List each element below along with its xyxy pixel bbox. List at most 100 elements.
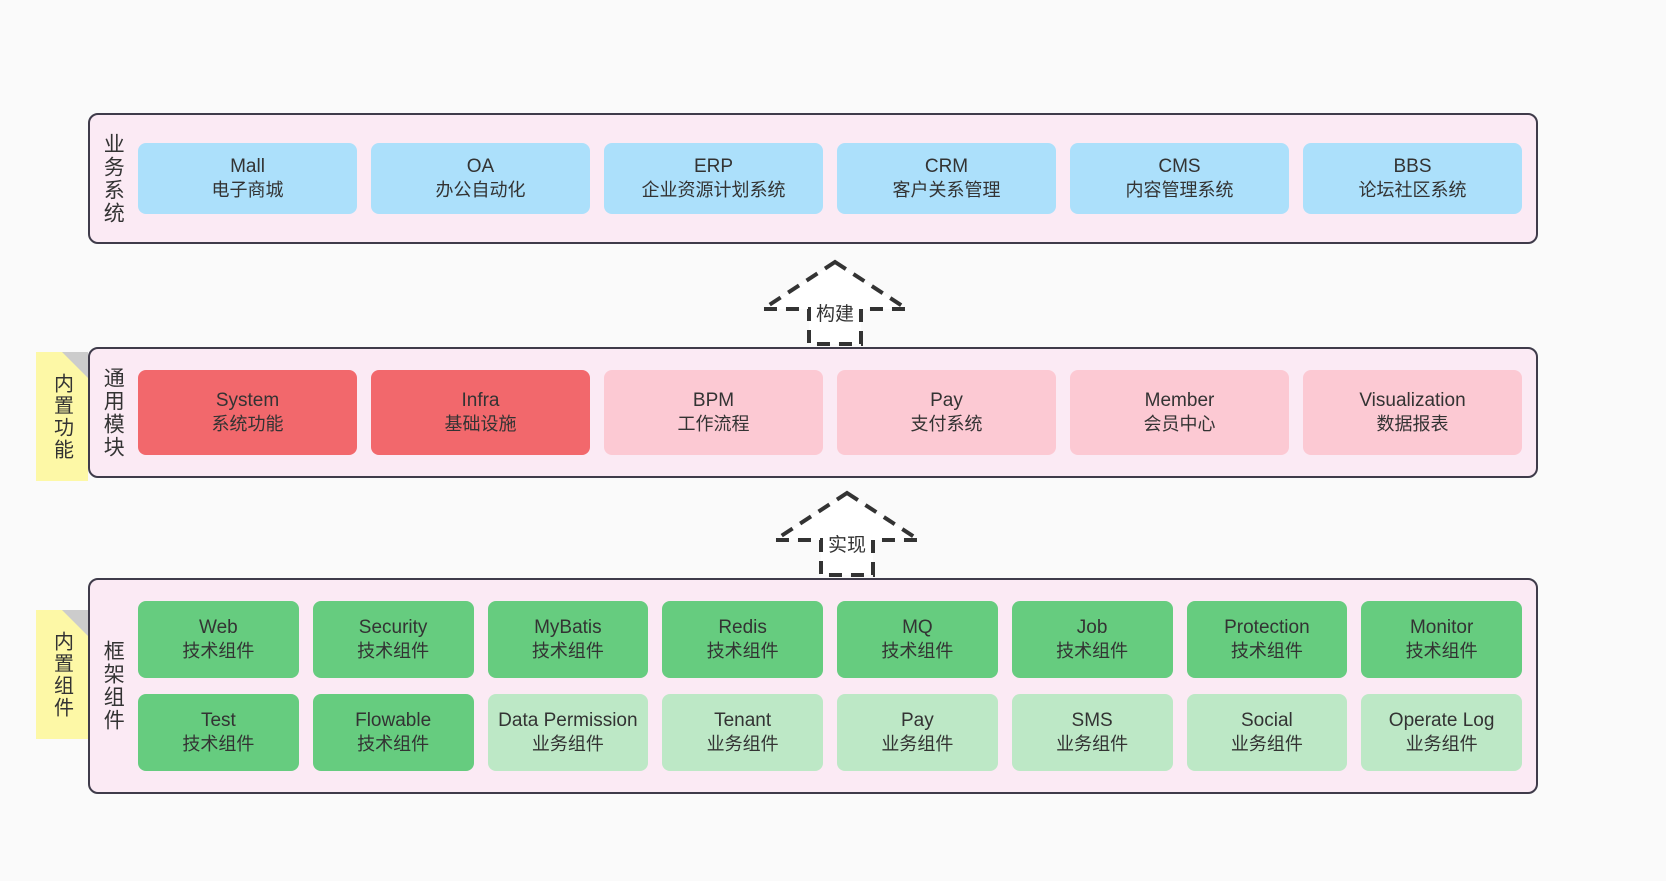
connector-realize-arrow-icon: 实现 — [772, 489, 922, 579]
card-title: CRM — [924, 156, 969, 178]
card-subtitle: 电子商城 — [211, 180, 284, 201]
note-label: 内置组件 — [50, 630, 73, 719]
card-row: Test 技术组件 Flowable 技术组件 Data Permission … — [138, 694, 1522, 771]
card-title: SMS — [1071, 710, 1113, 732]
card-title: ERP — [693, 156, 734, 178]
card-title: Infra — [461, 390, 500, 412]
card-title: Pay — [930, 390, 963, 412]
note-builtin-function: 内置功能 — [36, 352, 88, 481]
card-title: BPM — [692, 390, 735, 412]
card-monitor[interactable]: Monitor 技术组件 — [1361, 601, 1522, 678]
card-flowable[interactable]: Flowable 技术组件 — [312, 694, 474, 771]
card-subtitle: 业务组件 — [531, 734, 604, 755]
card-subtitle: 支付系统 — [910, 414, 983, 435]
card-subtitle: 技术组件 — [182, 641, 255, 662]
card-row: Web 技术组件 Security 技术组件 MyBatis 技术组件 Redi… — [138, 601, 1522, 678]
card-title: Social — [1241, 710, 1293, 732]
card-title: Redis — [718, 617, 767, 639]
card-infra[interactable]: Infra 基础设施 — [371, 370, 590, 455]
card-sms[interactable]: SMS 业务组件 — [1011, 694, 1173, 771]
card-subtitle: 技术组件 — [1405, 641, 1478, 662]
card-system[interactable]: System 系统功能 — [138, 370, 357, 455]
card-title: MyBatis — [534, 617, 602, 639]
card-visualization[interactable]: Visualization 数据报表 — [1303, 370, 1522, 455]
card-subtitle: 系统功能 — [211, 414, 284, 435]
card-title: System — [215, 390, 280, 412]
card-subtitle: 技术组件 — [881, 641, 954, 662]
card-mall[interactable]: Mall 电子商城 — [138, 143, 357, 214]
card-protection[interactable]: Protection 技术组件 — [1186, 601, 1348, 678]
card-redis[interactable]: Redis 技术组件 — [662, 601, 823, 678]
card-title: Protection — [1224, 617, 1310, 639]
card-subtitle: 技术组件 — [357, 641, 430, 662]
card-title: Operate Log — [1388, 710, 1495, 732]
layer-common-module: 通用模块 System 系统功能 Infra 基础设施 BPM 工作流程 Pay… — [88, 347, 1538, 478]
card-subtitle: 企业资源计划系统 — [641, 180, 786, 201]
card-social[interactable]: Social 业务组件 — [1186, 694, 1348, 771]
card-subtitle: 技术组件 — [1230, 641, 1303, 662]
card-pay-business[interactable]: Pay 业务组件 — [837, 694, 998, 771]
card-operate-log[interactable]: Operate Log 业务组件 — [1361, 694, 1522, 771]
card-mybatis[interactable]: MyBatis 技术组件 — [487, 601, 649, 678]
card-subtitle: 会员中心 — [1143, 414, 1216, 435]
card-title: Test — [200, 710, 236, 732]
card-bpm[interactable]: BPM 工作流程 — [604, 370, 823, 455]
card-row: System 系统功能 Infra 基础设施 BPM 工作流程 Pay 支付系统… — [138, 370, 1522, 455]
card-title: CMS — [1158, 156, 1201, 178]
layer-title-frame: 框架组件 — [101, 640, 125, 732]
card-subtitle: 业务组件 — [1405, 734, 1478, 755]
card-cms[interactable]: CMS 内容管理系统 — [1070, 143, 1289, 214]
card-tenant[interactable]: Tenant 业务组件 — [662, 694, 823, 771]
card-title: Mall — [230, 156, 265, 178]
card-member[interactable]: Member 会员中心 — [1070, 370, 1289, 455]
card-subtitle: 技术组件 — [357, 734, 430, 755]
card-title: OA — [466, 156, 495, 178]
note-builtin-component: 内置组件 — [36, 610, 88, 739]
card-subtitle: 技术组件 — [182, 734, 255, 755]
layer-body-frame: Web 技术组件 Security 技术组件 MyBatis 技术组件 Redi… — [134, 580, 1536, 792]
layer-business-system: 业务系统 Mall 电子商城 OA 办公自动化 ERP 企业资源计划系统 CRM… — [88, 113, 1538, 244]
card-job[interactable]: Job 技术组件 — [1011, 601, 1173, 678]
card-web[interactable]: Web 技术组件 — [138, 601, 299, 678]
layer-framework-component: 框架组件 Web 技术组件 Security 技术组件 MyBatis 技术组件… — [88, 578, 1538, 794]
card-subtitle: 办公自动化 — [435, 180, 526, 201]
layer-body-business: Mall 电子商城 OA 办公自动化 ERP 企业资源计划系统 CRM 客户关系… — [134, 115, 1536, 242]
card-bbs[interactable]: BBS 论坛社区系统 — [1303, 143, 1522, 214]
connector-build-arrow-icon: 构建 — [760, 258, 910, 348]
layer-title-common: 通用模块 — [101, 366, 125, 459]
card-pay[interactable]: Pay 支付系统 — [837, 370, 1056, 455]
card-subtitle: 论坛社区系统 — [1358, 180, 1467, 201]
card-title: BBS — [1393, 156, 1432, 178]
layer-title-business: 业务系统 — [101, 132, 125, 225]
card-title: Pay — [901, 710, 934, 732]
card-title: Web — [199, 617, 238, 639]
card-data-permission[interactable]: Data Permission 业务组件 — [487, 694, 649, 771]
card-subtitle: 基础设施 — [444, 414, 517, 435]
card-security[interactable]: Security 技术组件 — [312, 601, 474, 678]
card-title: Member — [1144, 390, 1215, 412]
card-subtitle: 客户关系管理 — [892, 180, 1001, 201]
card-subtitle: 业务组件 — [881, 734, 954, 755]
card-title: Visualization — [1359, 390, 1466, 412]
card-subtitle: 内容管理系统 — [1125, 180, 1234, 201]
card-subtitle: 技术组件 — [706, 641, 779, 662]
card-oa[interactable]: OA 办公自动化 — [371, 143, 590, 214]
card-row: Mall 电子商城 OA 办公自动化 ERP 企业资源计划系统 CRM 客户关系… — [138, 143, 1522, 214]
card-subtitle: 业务组件 — [706, 734, 779, 755]
card-mq[interactable]: MQ 技术组件 — [837, 601, 998, 678]
card-subtitle: 业务组件 — [1056, 734, 1129, 755]
card-erp[interactable]: ERP 企业资源计划系统 — [604, 143, 823, 214]
card-subtitle: 工作流程 — [677, 414, 750, 435]
card-crm[interactable]: CRM 客户关系管理 — [837, 143, 1056, 214]
card-subtitle: 技术组件 — [1056, 641, 1129, 662]
card-title: Tenant — [714, 710, 772, 732]
card-title: Monitor — [1409, 617, 1474, 639]
card-title: Flowable — [355, 710, 432, 732]
card-test[interactable]: Test 技术组件 — [138, 694, 299, 771]
card-subtitle: 技术组件 — [531, 641, 604, 662]
card-title: MQ — [902, 617, 933, 639]
layer-body-common: System 系统功能 Infra 基础设施 BPM 工作流程 Pay 支付系统… — [134, 349, 1536, 476]
card-subtitle: 业务组件 — [1230, 734, 1303, 755]
card-title: Security — [358, 617, 428, 639]
